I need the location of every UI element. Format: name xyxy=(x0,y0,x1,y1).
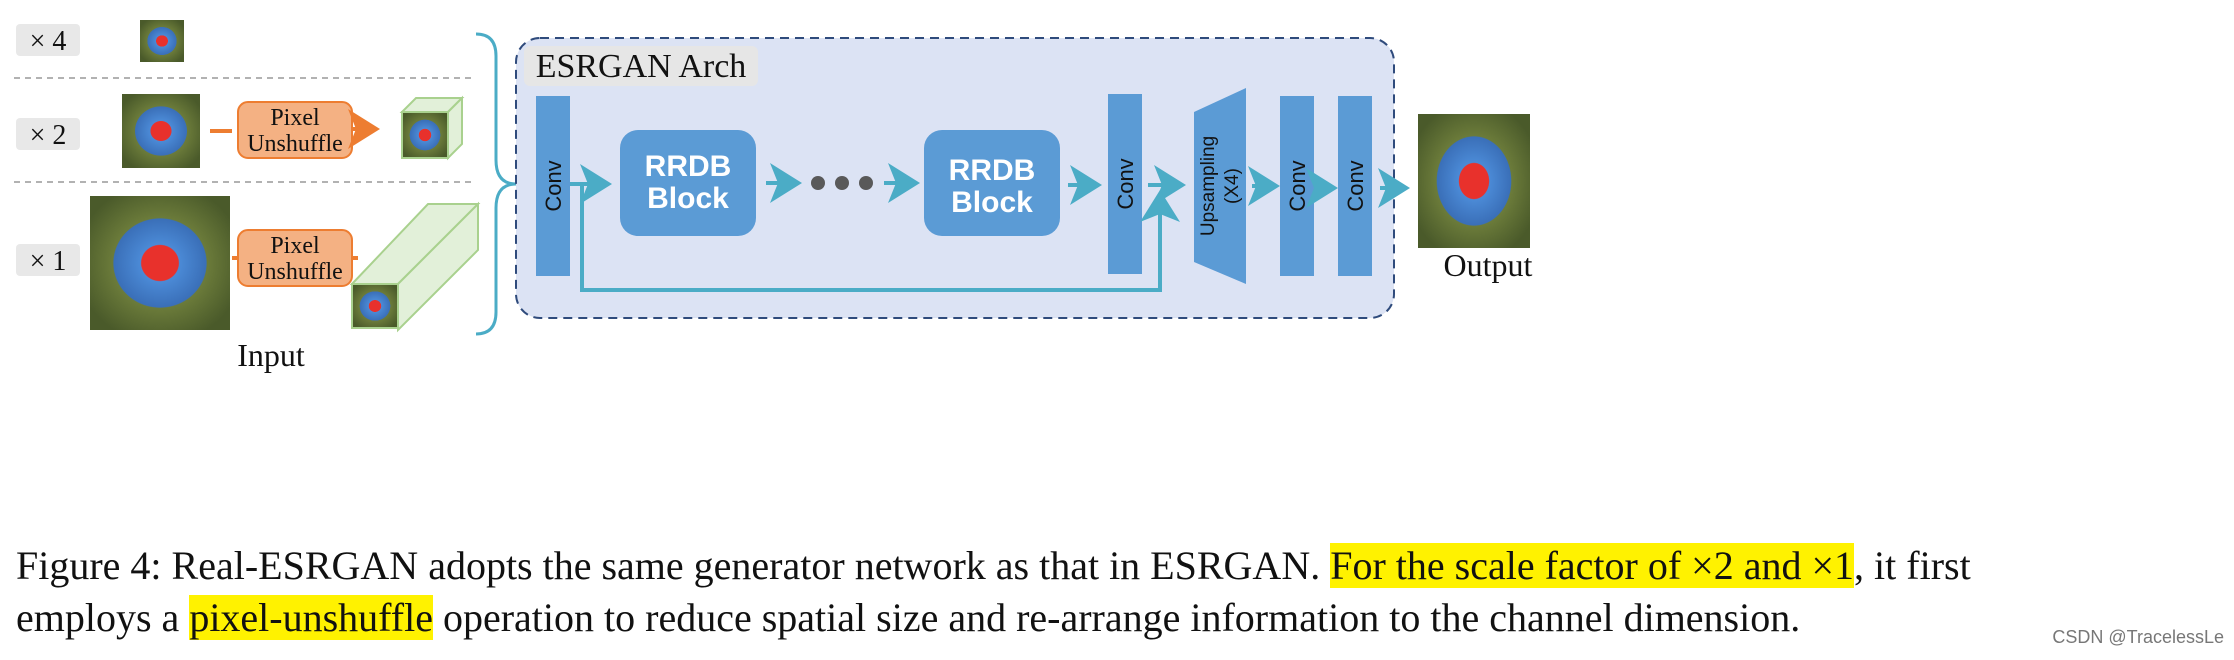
conv-label: Conv xyxy=(1113,158,1138,209)
conv-block-4: Conv xyxy=(1338,96,1372,276)
upsampling-label-line2: (X4) xyxy=(1222,168,1243,204)
unshuffle-label-line1: Pixel xyxy=(270,233,320,259)
scale-label-x4: × 4 xyxy=(30,26,67,57)
input-image-x4 xyxy=(140,20,184,62)
conv-block-3: Conv xyxy=(1280,96,1314,276)
upsampling-label-line1: Upsampling xyxy=(1198,136,1219,236)
scale-badge-x2: × 2 xyxy=(16,118,80,151)
rrdb-block-2: RRDB Block xyxy=(924,130,1060,236)
scale-label-x2: × 2 xyxy=(30,120,67,151)
figure-caption: Figure 4: Real-ESRGAN adopts the same ge… xyxy=(16,540,2226,644)
caption-text: operation to reduce spatial size and re-… xyxy=(432,595,1801,640)
conv-label: Conv xyxy=(1285,160,1310,211)
unshuffle-label-line1: Pixel xyxy=(270,105,320,131)
feature-cube-x2 xyxy=(399,95,465,161)
conv-label: Conv xyxy=(1343,160,1368,211)
pixel-unshuffle-box-x1: Pixel Unshuffle xyxy=(237,229,353,287)
conv-block-2: Conv xyxy=(1108,94,1142,274)
caption-text: employs a xyxy=(16,595,190,640)
scale-label-x1: × 1 xyxy=(30,246,67,277)
pixel-unshuffle-box-x2: Pixel Unshuffle xyxy=(237,101,353,159)
input-image-x2 xyxy=(122,94,200,168)
rrdb-label-line2: Block xyxy=(647,182,729,215)
scale-badge-x4: × 4 xyxy=(16,24,80,57)
unshuffle-label-line2: Unshuffle xyxy=(247,131,343,157)
watermark: CSDN @TracelessLe xyxy=(2052,627,2224,647)
caption-highlight-unshuffle: pixel-unshuffle xyxy=(189,595,433,640)
rrdb-block-1: RRDB Block xyxy=(620,130,756,236)
output-label: Output xyxy=(1444,247,1533,283)
rrdb-label-line2: Block xyxy=(951,186,1033,219)
caption-highlight-scale: For the scale factor of ×2 and ×1 xyxy=(1330,543,1855,588)
ellipsis-dots xyxy=(811,176,873,190)
input-image-x1 xyxy=(90,196,230,330)
scale-badge-x1: × 1 xyxy=(16,244,80,277)
caption-text: , it first xyxy=(1854,543,1971,588)
output-image xyxy=(1418,114,1530,248)
skip-connection xyxy=(580,184,1180,292)
upsampling-block: Upsampling (X4) xyxy=(1194,88,1246,284)
conv-label: Conv xyxy=(541,160,566,211)
conv-block-1: Conv xyxy=(536,96,570,276)
rrdb-label-line1: RRDB xyxy=(645,150,732,183)
input-brace xyxy=(475,32,517,336)
arch-title: ESRGAN Arch xyxy=(536,48,747,85)
unshuffle-label-line2: Unshuffle xyxy=(247,259,343,285)
input-label: Input xyxy=(237,337,305,373)
feature-cube-x1 xyxy=(349,201,481,333)
caption-text: Figure 4: Real-ESRGAN adopts the same ge… xyxy=(16,543,1331,588)
arch-title-badge: ESRGAN Arch xyxy=(524,46,758,86)
rrdb-label-line1: RRDB xyxy=(949,154,1036,187)
